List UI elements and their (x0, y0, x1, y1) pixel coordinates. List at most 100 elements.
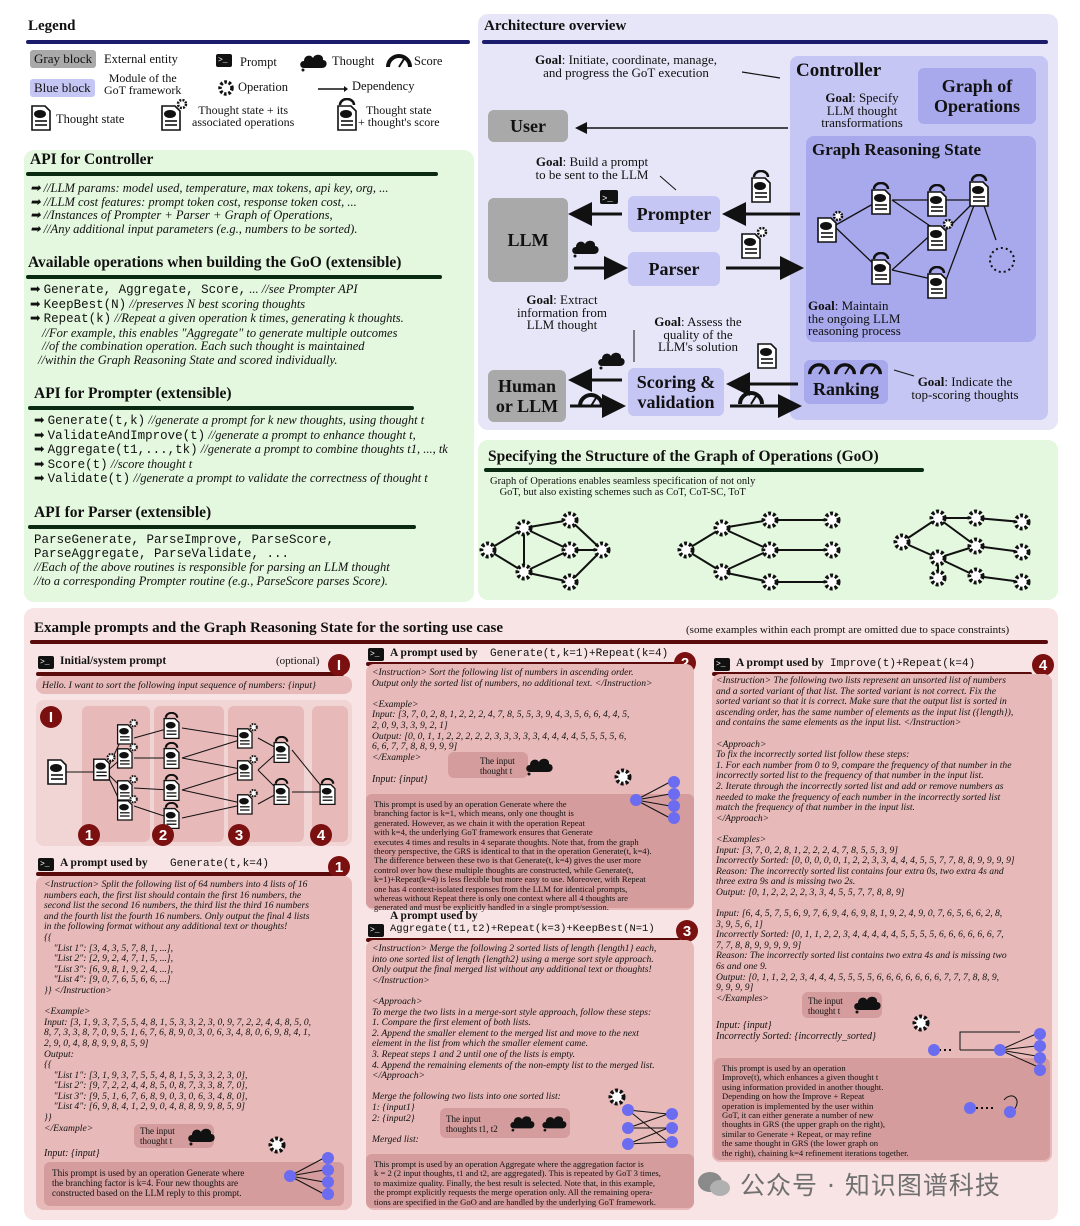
grs-step-1: 1 (78, 824, 100, 846)
init-prompt-card (36, 676, 352, 694)
p3-body: <Instruction> Merge the following 2 sort… (372, 943, 657, 1145)
p2-header: >_ A prompt used by Generate(t,k=1)+Repe… (368, 647, 669, 661)
terminal-icon: >_ (216, 54, 232, 67)
goal-grs: Goal: Maintain the ongoing LLM reasoning… (808, 298, 901, 338)
gear-icon (967, 567, 985, 585)
p4-input: Input: {input} Incorrectly Sorted: {inco… (716, 1020, 876, 1042)
arch-arrows: >_ (568, 71, 915, 418)
grs-box (806, 136, 1036, 342)
terminal-icon: >_ (38, 858, 54, 871)
p4-input-label: The input thought t (808, 996, 843, 1016)
grs-graph (816, 174, 1015, 300)
gear-icon (929, 549, 947, 567)
cloud-icon (186, 1124, 216, 1146)
gear-icon (929, 569, 947, 587)
cloud-icon (852, 992, 882, 1014)
gear-icon (893, 533, 911, 551)
api-controller-lines: ➡ //LLM params: model used, temperature,… (30, 181, 389, 236)
p4-body: <Instruction> The following two lists re… (716, 675, 1015, 1004)
legend-score: Score (414, 54, 443, 68)
cloud-icon (508, 1112, 536, 1132)
gear-icon (1013, 543, 1031, 561)
ops-lines: ➡ Generate, Aggregate, Score, ... //see … (30, 282, 404, 367)
legend-blue-block: Blue block (30, 79, 95, 97)
grs-step-I: I (40, 706, 62, 728)
p3-note: This prompt is used by an operation Aggr… (366, 1154, 694, 1208)
grs-strip-graph (47, 706, 348, 842)
watermark: 公众号 · 知识图谱科技 (740, 1171, 1001, 1200)
step-number: I (328, 654, 350, 676)
human-llm-box[interactable]: Human or LLM (488, 370, 566, 422)
init-prompt-header: >_ Initial/system prompt (optional) (38, 655, 320, 669)
llm-box[interactable]: LLM (488, 198, 568, 282)
terminal-icon: >_ (38, 656, 54, 669)
scoring-box[interactable]: Scoring & validation (628, 368, 724, 416)
p2-note: This prompt is used by an operation Gene… (366, 794, 694, 912)
goal-scoring: Goal: Assess the quality of the LLM's so… (654, 314, 742, 354)
api-parser-title: API for Parser (extensible) (34, 504, 212, 521)
step-number: 1 (328, 856, 350, 878)
goal-parser: Goal: Extract information from LLM thoug… (517, 292, 607, 332)
arch-title: Architecture overview (484, 18, 627, 34)
api-prompter-lines: ➡ Generate(t,k) //generate a prompt for … (34, 413, 448, 486)
gear-icon (761, 541, 779, 559)
gear-icon (1013, 573, 1031, 591)
legend-gray-block: Gray block (30, 50, 97, 68)
goal-prompter: Goal: Build a prompt to be sent to the L… (535, 154, 649, 182)
api-controller-title: API for Controller (30, 151, 154, 168)
p1-card (36, 876, 352, 1210)
gear-icon (479, 541, 497, 559)
goal-controller: Goal: Initiate, coordinate, manage, and … (535, 52, 717, 80)
prompter-box[interactable]: Prompter (628, 196, 720, 232)
cloud-icon (524, 754, 554, 776)
grs-title: Graph Reasoning State (812, 140, 982, 159)
user-box[interactable]: User (488, 110, 568, 142)
gear-icon (761, 511, 779, 529)
parser-box[interactable]: Parser (628, 252, 720, 286)
svg-text:>_: >_ (602, 194, 613, 204)
p3-op-graph (622, 1104, 678, 1150)
graph-of-operations-box[interactable]: Graph of Operations (918, 68, 1036, 124)
goal-ops: Goal: Specify LLM thought transformation… (821, 90, 903, 130)
ranking-box[interactable]: Ranking (804, 360, 888, 404)
gear-icon (929, 509, 947, 527)
gear-icon (713, 563, 731, 581)
goal-ranking: Goal: Indicate the top-scoring thoughts (911, 374, 1019, 402)
gear-icon (761, 573, 779, 591)
wechat-icon (698, 1172, 730, 1196)
p1-input: Input: {input} (44, 1148, 100, 1159)
arrow-icon (318, 86, 348, 92)
p4-note: This prompt is used by an operation Impr… (714, 1058, 1050, 1160)
gear-icon (967, 537, 985, 555)
legend-ts-score: Thought state + thought's score (358, 103, 440, 129)
legend-blue-desc: Module of the GoT framework (104, 71, 182, 97)
api-parser-lines: ParseGenerate, ParseImprove, ParseScore,… (34, 533, 390, 588)
legend-operation: Operation (238, 80, 288, 94)
gear-icon (561, 573, 579, 591)
api-prompter-title: API for Prompter (extensible) (34, 385, 232, 402)
legend-prompt: Prompt (240, 55, 277, 69)
legend-section (24, 14, 474, 144)
gear-icon (823, 573, 841, 591)
p1-note: This prompt is used by an operation Gene… (44, 1162, 344, 1206)
legend-thought: Thought (332, 54, 375, 68)
controller-title: Controller (796, 60, 882, 81)
p1-body: <Instruction> Split the following list o… (44, 879, 312, 1134)
goo-graphs (479, 509, 1031, 591)
grs-step-4: 4 (310, 824, 332, 846)
gear-icon (1013, 513, 1031, 531)
legend-thought-state: Thought state (56, 112, 125, 126)
p1-op-graph (284, 1152, 334, 1200)
p4-header: >_ A prompt used by Improve(t)+Repeat(k=… (714, 657, 976, 671)
grs-step-3: 3 (228, 824, 250, 846)
init-prompt-body: Hello. I want to sort the following inpu… (42, 680, 316, 691)
p3-header: >_ A prompt used by Aggregate(t1,t2)+Rep… (368, 910, 655, 937)
step-number: 3 (676, 920, 698, 942)
gear-icon (823, 541, 841, 559)
legend-title: Legend (28, 18, 76, 34)
gear-icon (967, 509, 985, 527)
cloud-icon (540, 1112, 568, 1132)
p2-input: Input: {input} (372, 774, 428, 785)
goo-desc: Graph of Operations enables seamless spe… (490, 476, 756, 498)
terminal-icon: >_ (368, 648, 384, 661)
